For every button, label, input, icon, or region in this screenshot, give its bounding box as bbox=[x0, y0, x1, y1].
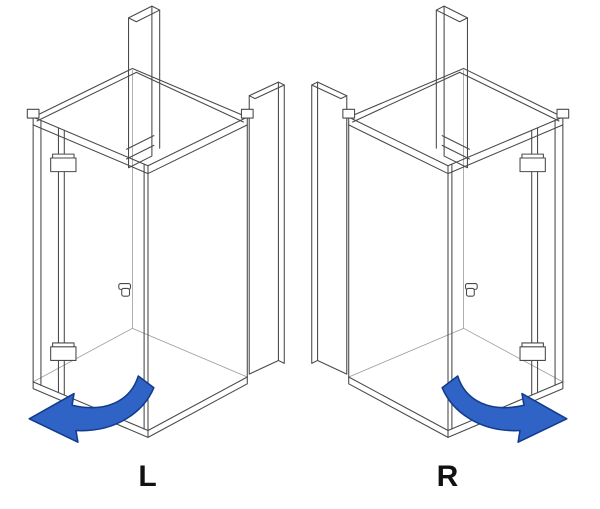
enclosure-wireframe-left bbox=[26, 5, 286, 443]
shower-figure-left: L bbox=[2, 2, 294, 509]
figure-label-right: R bbox=[436, 460, 460, 493]
enclosure-drawing-left bbox=[26, 5, 286, 443]
enclosure-wireframe-right bbox=[310, 5, 570, 443]
enclosure-drawing-right bbox=[310, 5, 570, 443]
figure-label-left: L bbox=[138, 460, 158, 493]
shower-figure-right: R bbox=[302, 2, 594, 509]
